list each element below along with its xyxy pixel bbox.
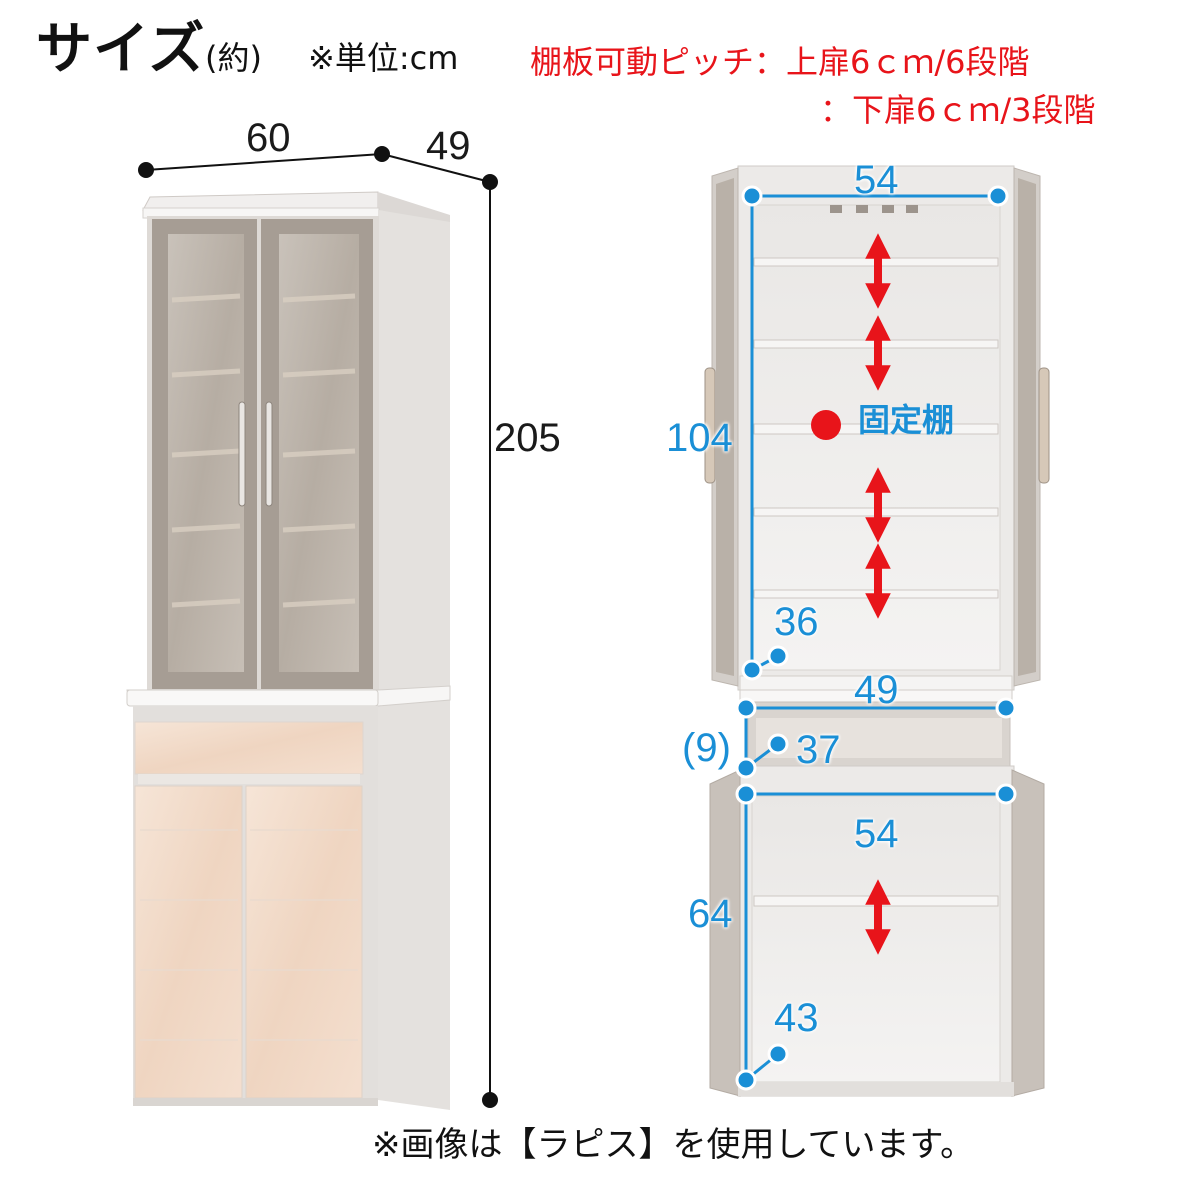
middle-width-label: 49 [854,668,899,712]
fixed-shelf-label: 固定棚 [858,401,955,439]
width-label: 60 [246,116,291,160]
open-cabinet [704,165,1050,1097]
title-approx: (約) [205,39,262,77]
upper-width-label: 54 [854,158,899,202]
exterior-dimension-lines [138,146,498,1108]
upper-depth-label: 36 [774,600,819,644]
lower-width-label: 54 [854,812,899,856]
height-label: 205 [494,416,561,460]
lower-height-label: 64 [688,892,733,936]
depth-label: 49 [426,124,471,168]
fixed-shelf-dot [811,410,841,440]
unit-note: ※単位:cm [308,39,459,77]
upper-height-label: 104 [666,416,733,460]
middle-depth-label: 37 [796,728,841,772]
middle-height-label: (9) [682,726,731,770]
image-note: ※画像は【ラピス】を使用しています。 [372,1125,975,1165]
lower-depth-label: 43 [774,996,819,1040]
closed-cabinet [126,191,451,1110]
shelf-pitch-upper: 棚板可動ピッチ：上扉6ｃｍ/6段階 [530,43,1030,81]
interior-dimension-lines [735,185,1017,1091]
shelf-pitch-lower: ：下扉6ｃｍ/3段階 [820,91,1096,129]
page-title: サイズ [36,17,206,82]
